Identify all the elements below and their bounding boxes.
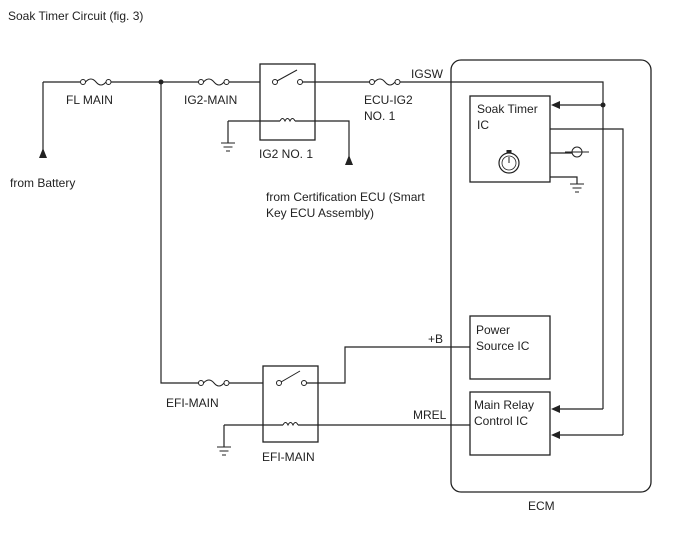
- power-symbol-icon: [550, 146, 589, 158]
- main-relay-control-ic-box: [469, 391, 551, 456]
- fl-main-fuse-icon: [80, 78, 112, 86]
- battery-arrow: [39, 148, 47, 158]
- ig2-no1-switch-icon: [272, 69, 303, 85]
- soak-input-arrow: [551, 101, 560, 109]
- from-cert-ecu-label-2: Key ECU Assembly): [266, 206, 374, 220]
- diagram-title: Soak Timer Circuit (fig. 3): [8, 9, 143, 23]
- ecu-ig2-label-2: NO. 1: [364, 109, 396, 123]
- soak-timer-label-1: Soak Timer: [477, 102, 538, 116]
- efi-main-coil-icon: [224, 422, 470, 427]
- main-relay-label-2: Control IC: [474, 414, 528, 428]
- ecu-ig2-label-1: ECU-IG2: [364, 93, 413, 107]
- mrel-label: MREL: [413, 408, 447, 422]
- mainrelay-input-arrow-1: [551, 405, 560, 413]
- wire-junction-to-efi: [160, 82, 199, 384]
- power-source-label-2: Source IC: [476, 339, 530, 353]
- efi-main-relay-label: EFI-MAIN: [262, 450, 315, 464]
- from-cert-ecu-label-1: from Certification ECU (Smart: [266, 190, 425, 204]
- ground-icon-ig2: [221, 121, 235, 152]
- plus-b-label: +B: [428, 332, 443, 346]
- ig2-no1-label: IG2 NO. 1: [259, 147, 313, 161]
- power-source-ic-box: [469, 315, 551, 380]
- from-battery-label: from Battery: [10, 176, 75, 190]
- cert-ecu-arrow: [345, 155, 353, 165]
- ecu-ig2-fuse-icon: [369, 78, 401, 86]
- ig2-no1-relay-box: [259, 63, 316, 141]
- soak-timer-label-2: IC: [477, 118, 489, 132]
- wire-soak-to-mainrelay: [550, 128, 624, 435]
- wire-plus-b: [306, 346, 470, 384]
- efi-main-fuse-label: EFI-MAIN: [166, 396, 219, 410]
- igsw-label: IGSW: [411, 67, 444, 81]
- ig2-no1-coil-icon: [228, 118, 350, 165]
- main-relay-label-1: Main Relay: [474, 398, 534, 412]
- wire-igsw: [400, 81, 604, 409]
- ecm-label: ECM: [528, 499, 555, 513]
- fl-main-label: FL MAIN: [66, 93, 113, 107]
- ground-icon-soak: [550, 176, 584, 193]
- power-source-label-1: Power: [476, 323, 510, 337]
- ground-icon-efi: [217, 425, 231, 456]
- ig2-main-fuse-icon: [198, 78, 230, 86]
- timer-icon: [498, 150, 520, 174]
- ig2-main-label: IG2-MAIN: [184, 93, 237, 107]
- efi-main-relay-box: [262, 365, 319, 443]
- mainrelay-input-arrow-2: [551, 431, 560, 439]
- efi-main-fuse-icon: [198, 379, 230, 387]
